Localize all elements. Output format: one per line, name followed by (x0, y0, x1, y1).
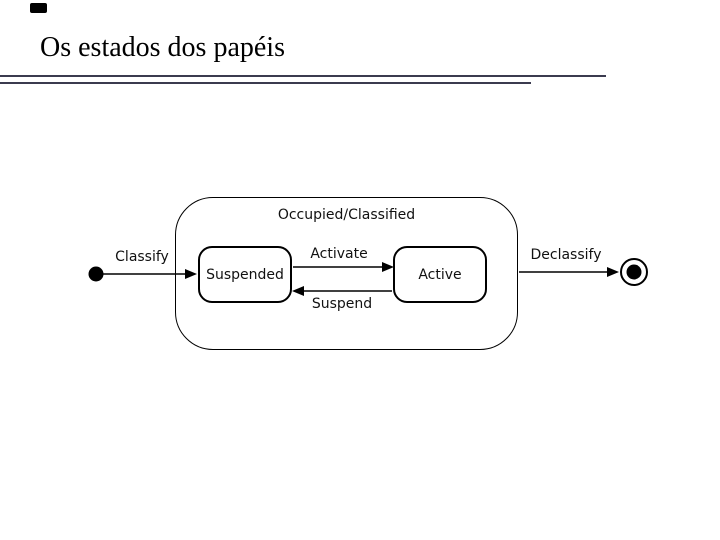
state-suspended: Suspended (198, 246, 292, 303)
final-state-icon (620, 258, 648, 286)
transition-label-activate: Activate (310, 246, 368, 262)
declassify-arrow (519, 267, 619, 277)
arrowhead-right-icon (607, 267, 619, 277)
transition-label-suspend: Suspend (311, 296, 373, 312)
activate-arrow (293, 262, 394, 272)
initial-state-icon (88, 266, 104, 282)
composite-state-label: Occupied/Classified (277, 207, 416, 223)
state-active-label: Active (418, 266, 462, 283)
suspend-arrow (292, 286, 392, 296)
arrowhead-left-icon (292, 286, 304, 296)
arrowhead-right-icon (185, 269, 197, 279)
state-suspended-label: Suspended (206, 266, 284, 283)
title-rule-bottom (0, 82, 531, 84)
title-rule-top (0, 75, 606, 77)
arrowhead-right-icon (382, 262, 394, 272)
page-title: Os estados dos papéis (40, 32, 285, 63)
transition-label-classify: Classify (115, 249, 169, 265)
classify-arrow (103, 269, 197, 279)
state-active: Active (393, 246, 487, 303)
transition-label-declassify: Declassify (530, 247, 602, 263)
corner-mark (30, 3, 47, 13)
